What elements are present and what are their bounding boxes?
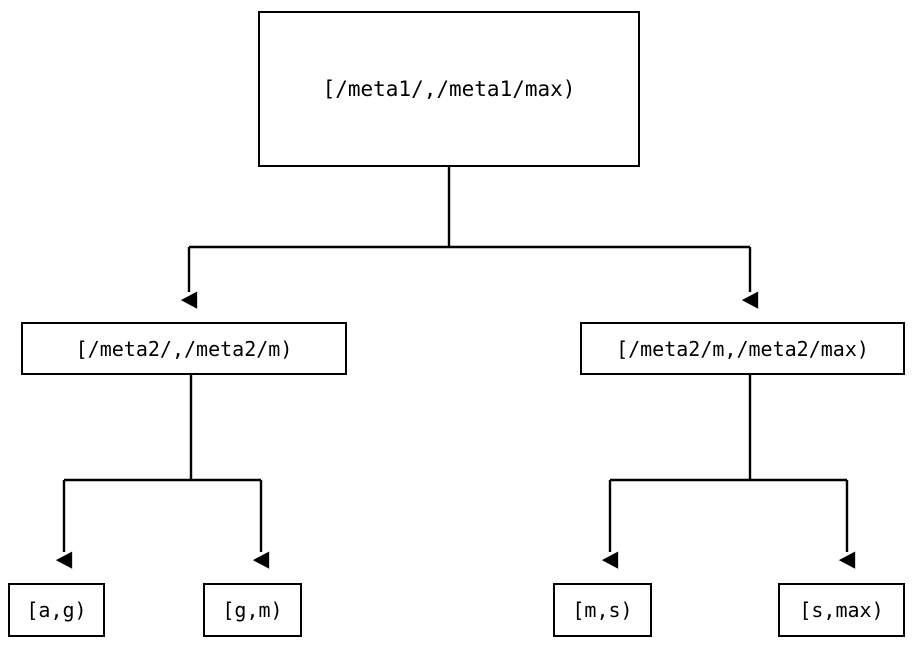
tree-node-level2-right-label: [/meta2/m,/meta2/max) bbox=[616, 336, 869, 361]
tree-node-root-label: [/meta1/,/meta1/max) bbox=[322, 76, 576, 101]
tree-leaf-a-g-label: [a,g) bbox=[26, 598, 87, 622]
tree-leaf-s-max-label: [s,max) bbox=[799, 598, 884, 622]
tree-leaf-g-m-label: [g,m) bbox=[222, 598, 283, 622]
tree-node-level2-right[interactable]: [/meta2/m,/meta2/max) bbox=[580, 322, 905, 375]
tree-leaf-g-m[interactable]: [g,m) bbox=[203, 583, 302, 637]
tree-leaf-m-s[interactable]: [m,s) bbox=[553, 583, 652, 637]
tree-node-level2-left-label: [/meta2/,/meta2/m) bbox=[75, 336, 293, 361]
tree-node-level2-left[interactable]: [/meta2/,/meta2/m) bbox=[21, 322, 347, 375]
tree-leaf-m-s-label: [m,s) bbox=[572, 598, 633, 622]
tree-leaf-a-g[interactable]: [a,g) bbox=[8, 583, 105, 637]
tree-node-root[interactable]: [/meta1/,/meta1/max) bbox=[258, 11, 640, 167]
tree-leaf-s-max[interactable]: [s,max) bbox=[778, 583, 905, 637]
edge-right-to-leaves bbox=[601, 375, 856, 569]
edge-left-to-leaves bbox=[55, 375, 270, 569]
edge-root-to-level2 bbox=[180, 167, 759, 309]
